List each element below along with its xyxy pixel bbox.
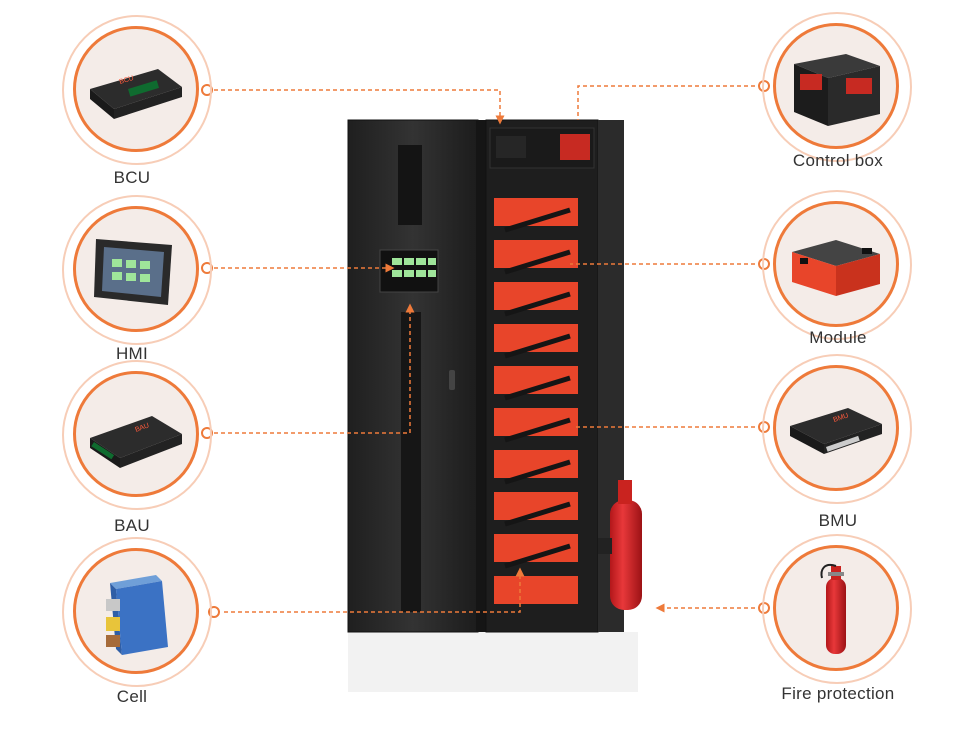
callout-hmi — [62, 195, 212, 345]
connector-bcu — [214, 89, 505, 125]
cabinet-extinguisher — [598, 480, 642, 610]
bmu-device-icon: BMU — [790, 408, 882, 454]
connector-bau — [214, 303, 415, 434]
connector-cell — [224, 567, 525, 613]
cell-icon — [106, 575, 168, 655]
svg-text:BMU: BMU — [832, 412, 849, 423]
control-box-icon — [794, 54, 880, 126]
callout-cell — [62, 537, 212, 687]
callout-control-box — [762, 12, 912, 162]
battery-cabinet — [347, 119, 642, 692]
label-hmi: HMI — [115, 344, 149, 363]
label-fire-protection: Fire protection — [781, 684, 895, 703]
bau-device-icon: BAU — [90, 416, 182, 468]
label-module: Module — [809, 328, 867, 347]
callout-module — [762, 190, 912, 340]
svg-text:BAU: BAU — [134, 422, 150, 434]
label-bcu: BCU — [113, 168, 151, 187]
bcu-device-icon: BCU — [90, 69, 182, 119]
hmi-device-icon — [94, 239, 172, 305]
fire-extinguisher-icon — [820, 564, 846, 654]
callout-bcu: BCU — [62, 15, 212, 165]
svg-text:BCU: BCU — [119, 75, 135, 86]
callout-bmu: BMU — [762, 354, 912, 504]
label-bmu: BMU — [818, 511, 858, 530]
label-bau: BAU — [114, 516, 150, 535]
module-stack — [494, 198, 578, 604]
label-control-box: Control box — [792, 151, 884, 170]
module-icon — [792, 240, 880, 296]
cabinet-hmi-screen — [379, 249, 439, 293]
callout-fire-protection — [762, 534, 912, 684]
connector-lines — [214, 85, 755, 613]
label-cell: Cell — [116, 687, 148, 706]
callout-bau: BAU — [62, 360, 212, 510]
connector-control-box — [577, 85, 755, 120]
